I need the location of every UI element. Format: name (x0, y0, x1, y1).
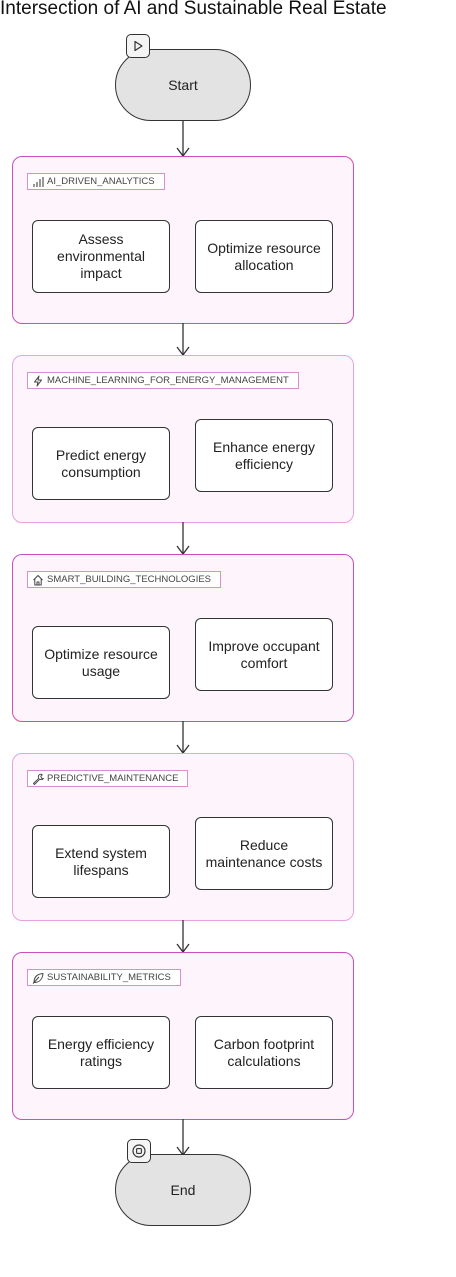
bar-chart-icon (33, 176, 44, 187)
node-label: Improve occupant comfort (208, 637, 320, 671)
stop-icon (127, 1139, 151, 1163)
node-label: Predict energy consumption (55, 446, 147, 480)
group-tag: AI_DRIVEN_ANALYTICS (27, 173, 165, 190)
process-node[interactable]: Carbon footprint calculations (195, 1016, 333, 1089)
group-tag-label: SMART_BUILDING_TECHNOLOGIES (47, 574, 212, 585)
flow-arrow (176, 323, 190, 357)
process-node[interactable]: Optimize resource usage (32, 626, 170, 699)
lightning-icon (34, 375, 42, 386)
group-tag: PREDICTIVE_MAINTENANCE (27, 770, 189, 787)
group-tag: SMART_BUILDING_TECHNOLOGIES (27, 571, 222, 588)
diagram-title: Intersection of AI and Sustainable Real … (0, 0, 387, 19)
group-ai-driven-analytics: AI_DRIVEN_ANALYTICS Assess environmental… (12, 156, 354, 324)
group-smart-building: SMART_BUILDING_TECHNOLOGIES Optimize res… (12, 554, 354, 722)
process-node[interactable]: Extend system lifespans (32, 825, 170, 898)
group-tag-label: MACHINE_LEARNING_FOR_ENERGY_MANAGEMENT (47, 375, 289, 386)
flow-arrow (176, 721, 190, 755)
process-node[interactable]: Predict energy consumption (32, 427, 170, 500)
group-tag-label: PREDICTIVE_MAINTENANCE (47, 773, 179, 784)
node-label: Reduce maintenance costs (205, 836, 323, 870)
node-label: Extend system lifespans (55, 844, 147, 878)
group-tag-label: SUSTAINABILITY_METRICS (47, 972, 171, 983)
node-label: Optimize resource usage (44, 645, 158, 679)
process-node[interactable]: Reduce maintenance costs (195, 817, 333, 890)
flow-arrow (176, 1119, 190, 1157)
play-icon (126, 34, 150, 58)
end-label: End (170, 1182, 196, 1198)
node-label: Assess environmental impact (57, 231, 145, 281)
process-node[interactable]: Optimize resource allocation (195, 220, 333, 293)
flow-arrow (176, 121, 190, 158)
process-node[interactable]: Improve occupant comfort (195, 618, 333, 691)
house-icon (33, 574, 43, 585)
group-predictive-maintenance: PREDICTIVE_MAINTENANCE Extend system lif… (12, 753, 354, 921)
node-label: Carbon footprint calculations (213, 1035, 315, 1069)
leaf-icon (32, 972, 44, 984)
node-label: Optimize resource allocation (207, 239, 321, 273)
group-tag-label: AI_DRIVEN_ANALYTICS (47, 176, 155, 187)
group-machine-learning-energy: MACHINE_LEARNING_FOR_ENERGY_MANAGEMENT P… (12, 355, 354, 523)
end-node[interactable]: End (115, 1154, 251, 1226)
process-node[interactable]: Energy efficiency ratings (32, 1016, 170, 1089)
group-tag: SUSTAINABILITY_METRICS (27, 969, 181, 986)
group-tag: MACHINE_LEARNING_FOR_ENERGY_MANAGEMENT (27, 372, 299, 389)
process-node[interactable]: Assess environmental impact (32, 220, 170, 293)
flow-arrow (176, 920, 190, 954)
start-label: Start (168, 77, 198, 93)
flow-arrow (176, 522, 190, 556)
process-node[interactable]: Enhance energy efficiency (195, 419, 333, 492)
node-label: Enhance energy efficiency (213, 438, 315, 472)
node-label: Energy efficiency ratings (47, 1035, 155, 1069)
start-node[interactable]: Start (115, 49, 251, 121)
wrench-icon (33, 773, 44, 785)
group-sustainability-metrics: SUSTAINABILITY_METRICS Energy efficiency… (12, 952, 354, 1120)
